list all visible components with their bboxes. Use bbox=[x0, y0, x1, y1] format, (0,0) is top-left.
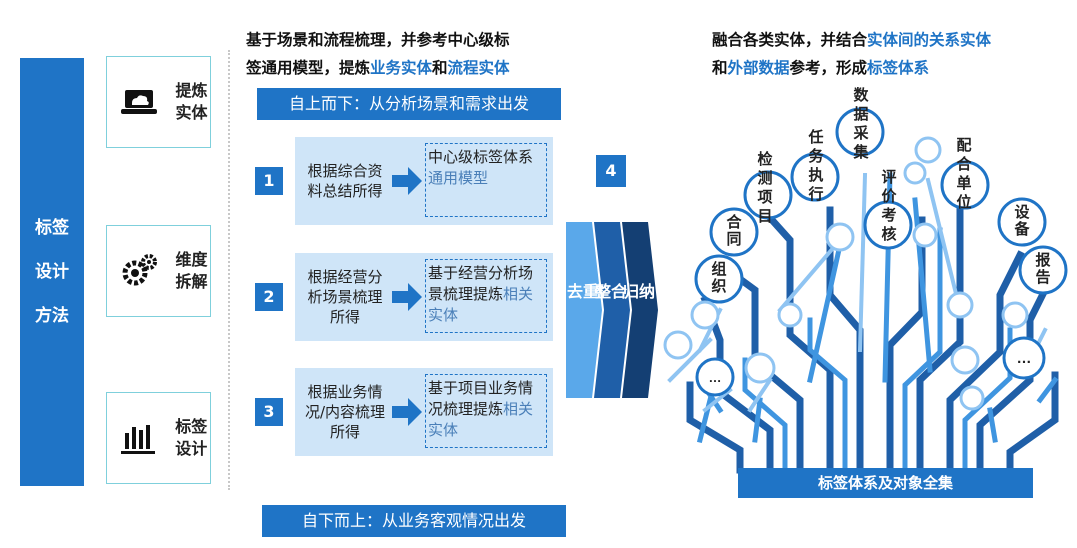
tree-node-label: 合同 bbox=[725, 213, 742, 248]
row-source-text: 根据经营分析场景梳理所得 bbox=[307, 268, 383, 326]
right-title-text: 和 bbox=[712, 59, 728, 77]
divider bbox=[228, 50, 230, 490]
right-title-text: 参考，形成 bbox=[789, 59, 868, 77]
row-result-box: 中心级标签体系通用模型 bbox=[425, 143, 547, 217]
method-title-line3: 方法 bbox=[35, 306, 69, 326]
row-result-sub: 通用模型 bbox=[428, 169, 489, 187]
tree-node-circle bbox=[790, 152, 840, 202]
source-row-3: 根据业务情况/内容梳理所得 基于项目业务情况梳理提炼相关实体 bbox=[295, 368, 553, 456]
right-arrow-icon bbox=[392, 398, 422, 426]
tree-node-circle bbox=[835, 107, 885, 157]
middle-title-highlight: 业务实体 bbox=[370, 59, 433, 77]
bottom-up-banner: 自下而上：从业务客观情况出发 bbox=[262, 505, 566, 537]
chevron-integrate: 整合 bbox=[594, 222, 630, 398]
right-title-highlight: 标签体系 bbox=[867, 59, 930, 77]
step-number: 1 bbox=[255, 167, 283, 195]
tree-node-label: 数据采集 bbox=[852, 86, 869, 161]
method-label: 提炼 bbox=[175, 81, 208, 100]
chevron-text: 归纳 bbox=[622, 282, 655, 301]
label-tree-diagram: 组织 合同 检测项目 任务执行 数据采集 评价考核 配合单位 设备 报告 … … bbox=[663, 86, 1068, 474]
tree-node-circle bbox=[997, 197, 1047, 247]
tree-node-circle bbox=[709, 207, 759, 257]
middle-title-line1: 基于场景和流程梳理，并参考中心级标 bbox=[246, 31, 510, 49]
tree-node-label: 评价考核 bbox=[881, 169, 897, 243]
method-label: 标签 bbox=[175, 417, 208, 436]
middle-title-text: 签通用模型，提炼 bbox=[246, 59, 371, 77]
tree-node-circle bbox=[743, 170, 793, 220]
step-number: 4 bbox=[596, 155, 626, 187]
node-char: 组 bbox=[711, 260, 726, 278]
row-result-text: 基于经营分析场景梳理提炼 bbox=[428, 264, 534, 303]
step-number: 2 bbox=[255, 283, 283, 311]
right-title-text: 融合各类实体，并结合 bbox=[712, 31, 868, 49]
tree-node-circle bbox=[1018, 245, 1068, 295]
top-down-banner: 自上而下：从分析场景和需求出发 bbox=[257, 88, 561, 120]
right-arrow-icon bbox=[392, 167, 422, 195]
tree-node-circle bbox=[863, 200, 913, 250]
middle-title-highlight: 流程实体 bbox=[447, 59, 510, 77]
laptop-cloud-icon bbox=[119, 81, 159, 123]
source-row-1: 根据综合资料总结所得 中心级标签体系通用模型 bbox=[295, 137, 553, 225]
row-result-text: 中心级标签体系 bbox=[428, 148, 534, 166]
label-system-base: 标签体系及对象全集 bbox=[738, 468, 1033, 498]
row-result-box: 基于项目业务情况梳理提炼相关实体 bbox=[425, 374, 547, 448]
right-title-highlight: 外部数据 bbox=[727, 59, 790, 77]
row-result-box: 基于经营分析场景梳理提炼相关实体 bbox=[425, 259, 547, 333]
equalizer-bars-icon bbox=[119, 417, 158, 459]
tree-node-label: 组织 bbox=[711, 260, 726, 295]
tree-node-label: … bbox=[709, 370, 722, 385]
tree-node-label: 任务执行 bbox=[807, 128, 824, 203]
chevron-label: 归纳 bbox=[622, 282, 656, 301]
right-title-line2: 和外部数据参考，形成标签体系 bbox=[712, 54, 1052, 82]
method-title-line2: 设计 bbox=[35, 262, 69, 282]
row-result-sub: 相关实体 bbox=[428, 400, 534, 439]
tree-node-circle bbox=[940, 160, 990, 210]
method-label: 维度 bbox=[175, 250, 208, 269]
tree-node-circle bbox=[1002, 336, 1046, 380]
right-arrow-icon bbox=[392, 283, 422, 311]
method-card-dimension: 维度拆解 bbox=[106, 225, 211, 317]
tree-node-circle bbox=[694, 254, 744, 304]
gears-icon bbox=[119, 250, 159, 292]
right-title: 融合各类实体，并结合实体间的关系实体 和外部数据参考，形成标签体系 bbox=[712, 26, 1052, 82]
right-title-line1: 融合各类实体，并结合实体间的关系实体 bbox=[712, 26, 1052, 54]
method-card-design: 标签设计 bbox=[106, 392, 211, 484]
tree-node-label: 设备 bbox=[1013, 204, 1030, 238]
method-title-bar: 标签 设计 方法 bbox=[20, 58, 84, 486]
method-label: 实体 bbox=[175, 103, 208, 122]
step-number: 3 bbox=[255, 398, 283, 426]
middle-title: 基于场景和流程梳理，并参考中心级标 签通用模型，提炼业务实体和流程实体 bbox=[246, 26, 576, 82]
row-result-text: 基于项目业务情况梳理提炼 bbox=[428, 379, 534, 418]
method-label: 设计 bbox=[175, 439, 208, 458]
chevron-label: 去重 bbox=[566, 282, 600, 301]
chevron-text: 去重 bbox=[566, 282, 599, 301]
tree-node-label: 报告 bbox=[1035, 252, 1050, 286]
row-source-text: 根据业务情况/内容梳理所得 bbox=[304, 383, 386, 441]
tree-node-label: … bbox=[1017, 350, 1032, 367]
method-label: 拆解 bbox=[175, 272, 208, 291]
source-row-2: 根据经营分析场景梳理所得 基于经营分析场景梳理提炼相关实体 bbox=[295, 253, 553, 341]
chevron-label: 整合 bbox=[594, 282, 628, 301]
right-title-highlight: 实体间的关系实体 bbox=[867, 31, 992, 49]
chevron-text: 整合 bbox=[594, 282, 627, 301]
method-card-extract: 提炼实体 bbox=[106, 56, 211, 148]
row-result-sub: 相关实体 bbox=[428, 285, 534, 324]
middle-title-text: 和 bbox=[432, 59, 448, 77]
middle-title-line2: 签通用模型，提炼业务实体和流程实体 bbox=[246, 54, 576, 82]
tree-node-label: 配合单位 bbox=[955, 137, 972, 211]
row-source-text: 根据综合资料总结所得 bbox=[307, 162, 383, 200]
tree-node-circle bbox=[695, 357, 735, 397]
method-title-line1: 标签 bbox=[35, 218, 69, 238]
chevron-summarize: 归纳 bbox=[622, 222, 658, 398]
chevron-dedupe: 去重 bbox=[566, 222, 602, 398]
tree-node-label: 检测项目 bbox=[757, 150, 772, 225]
